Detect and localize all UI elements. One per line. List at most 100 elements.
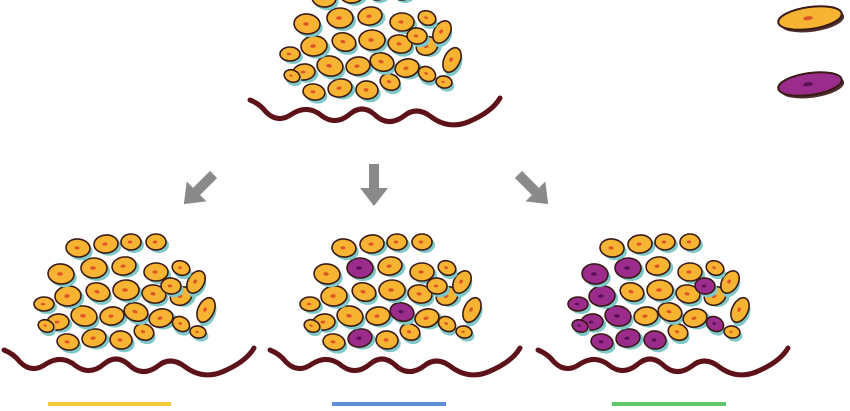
cell (320, 285, 351, 309)
cluster-left (1, 233, 257, 378)
cluster-left-base-line (1, 345, 257, 378)
cell (359, 234, 388, 256)
cell (437, 315, 457, 336)
cell (327, 78, 356, 100)
arrow-down-left-icon (183, 170, 218, 205)
cell (70, 305, 100, 330)
cell (351, 281, 378, 305)
cluster-right (535, 233, 791, 378)
cell (417, 9, 438, 30)
cell (389, 301, 416, 325)
cell (675, 284, 703, 307)
cell (414, 308, 443, 330)
cell (619, 281, 646, 305)
cell (326, 7, 356, 31)
cell (667, 322, 690, 345)
cell (645, 256, 674, 278)
cell (81, 328, 110, 350)
legend-purple-cell-icon (777, 71, 845, 99)
cluster-top (247, 0, 503, 128)
cell (615, 328, 644, 350)
cell (627, 234, 656, 256)
cell (54, 285, 85, 309)
cell (85, 281, 112, 305)
cell (300, 35, 331, 59)
cell (358, 29, 388, 53)
cell (283, 68, 302, 87)
cell (120, 233, 144, 253)
arrow-down-right-icon (514, 170, 549, 205)
cell (145, 233, 169, 253)
cell (331, 31, 358, 55)
cell (189, 325, 209, 342)
cell (682, 308, 711, 330)
cell (93, 234, 122, 256)
cell (302, 83, 328, 104)
cell (355, 80, 381, 103)
cell (426, 277, 450, 298)
cell (148, 308, 177, 330)
cell (599, 238, 627, 261)
arrows-layer (183, 164, 549, 206)
cell (389, 12, 417, 34)
cell (357, 6, 386, 28)
cell (679, 233, 703, 253)
cell (160, 277, 184, 298)
cell (694, 277, 718, 298)
cell (346, 257, 376, 281)
cell (336, 305, 366, 330)
legend-layer (777, 5, 845, 99)
cell (646, 279, 676, 303)
cell (604, 305, 634, 330)
cell (406, 27, 430, 48)
cell (397, 0, 413, 3)
cell (186, 270, 207, 298)
cell (437, 259, 458, 280)
cell (375, 330, 401, 353)
cell (378, 279, 408, 303)
cell (643, 330, 669, 353)
cell (99, 306, 128, 328)
cell (141, 284, 169, 307)
cell (56, 333, 82, 354)
cell (111, 256, 140, 278)
clusters-layer (1, 0, 791, 378)
cell (322, 333, 348, 354)
cell (46, 313, 73, 333)
cluster-center (267, 233, 523, 378)
cell (394, 58, 423, 80)
cell (407, 284, 435, 307)
cell (614, 257, 644, 281)
cell (369, 51, 396, 75)
cell (379, 72, 402, 95)
cell (171, 315, 191, 336)
cluster-center-base-line (267, 345, 523, 378)
cell (365, 306, 394, 328)
legend-orange-cell-icon (777, 5, 845, 33)
cell (567, 296, 591, 314)
cell (705, 259, 726, 280)
cell (316, 55, 346, 80)
cell (387, 34, 415, 57)
cell (386, 233, 410, 253)
cell (347, 328, 376, 350)
cell (345, 56, 374, 78)
cell (33, 296, 57, 314)
cell (442, 46, 463, 77)
cell (657, 301, 684, 325)
arrow-down-icon (360, 164, 388, 206)
cell (654, 233, 678, 253)
cell (399, 322, 422, 345)
cell (705, 315, 725, 336)
cell (432, 20, 453, 48)
cell (452, 270, 473, 298)
cell (293, 13, 323, 38)
cluster-right-base-line (535, 345, 791, 378)
cell (435, 75, 455, 92)
cell (37, 318, 56, 337)
cell (196, 296, 217, 327)
cell (279, 46, 303, 64)
cell (303, 318, 322, 337)
